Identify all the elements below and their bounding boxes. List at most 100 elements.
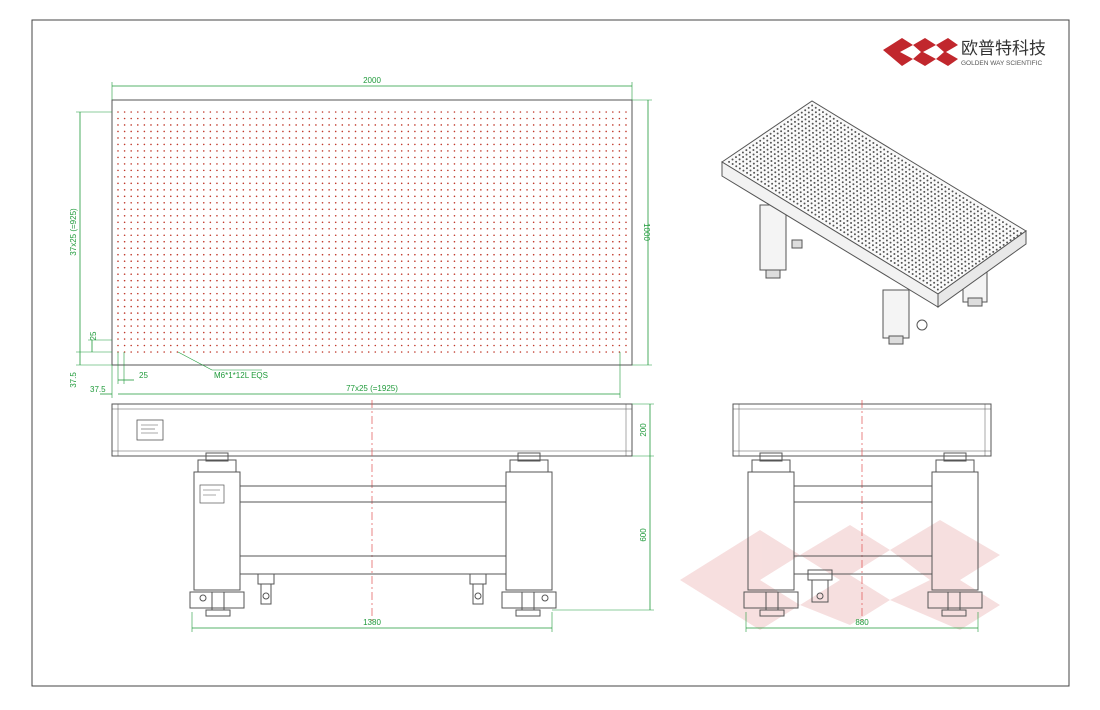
mounting-hole <box>400 202 403 204</box>
mounting-hole <box>136 305 139 308</box>
iso-mounting-hole <box>912 179 915 182</box>
mounting-hole <box>539 318 542 321</box>
iso-mounting-hole <box>825 113 828 116</box>
mounting-hole <box>625 344 627 347</box>
mounting-hole <box>196 208 198 211</box>
mounting-hole <box>605 208 608 211</box>
mounting-hole <box>242 292 245 295</box>
mounting-hole <box>169 176 172 178</box>
iso-mounting-hole <box>882 255 885 258</box>
mounting-hole <box>242 221 245 224</box>
iso-mounting-hole <box>876 175 879 178</box>
mounting-hole <box>341 208 344 211</box>
iso-mounting-hole <box>898 189 901 192</box>
mounting-hole <box>592 240 594 243</box>
mounting-hole <box>216 260 218 262</box>
mounting-hole <box>255 318 258 321</box>
iso-mounting-hole <box>955 201 958 204</box>
mounting-hole <box>618 117 621 120</box>
mounting-hole <box>163 227 165 230</box>
mounting-hole <box>579 325 581 327</box>
mounting-hole <box>598 344 601 347</box>
mounting-hole <box>255 344 258 347</box>
iso-mounting-hole <box>926 179 929 182</box>
mounting-hole <box>169 214 172 217</box>
mounting-hole <box>618 130 621 133</box>
iso-mounting-hole <box>805 159 808 162</box>
iso-mounting-hole <box>809 175 812 178</box>
mounting-hole <box>381 279 383 282</box>
mounting-hole <box>209 169 212 172</box>
mounting-hole <box>460 325 462 327</box>
iso-mounting-hole <box>955 192 958 195</box>
mounting-hole <box>407 130 410 133</box>
iso-mounting-hole <box>832 220 835 223</box>
mounting-hole <box>625 150 627 152</box>
mounting-hole <box>315 176 317 178</box>
iso-mounting-hole <box>870 194 873 197</box>
mounting-hole <box>348 299 350 301</box>
mounting-hole <box>255 156 258 159</box>
iso-mounting-hole <box>796 189 799 192</box>
mounting-hole <box>400 124 403 126</box>
mounting-hole <box>486 137 489 139</box>
mounting-hole <box>123 260 126 262</box>
iso-mounting-hole <box>906 207 909 210</box>
iso-mounting-hole <box>1016 234 1019 237</box>
mounting-hole <box>229 247 231 250</box>
iso-mounting-hole <box>826 158 829 161</box>
mounting-hole <box>618 124 621 126</box>
mounting-hole <box>202 318 205 321</box>
iso-mounting-hole <box>863 208 866 211</box>
mounting-hole <box>202 130 205 133</box>
iso-mounting-hole <box>949 242 952 245</box>
iso-mounting-hole <box>933 281 936 284</box>
mounting-hole <box>315 130 317 133</box>
mounting-hole <box>493 176 495 178</box>
mounting-hole <box>209 318 212 321</box>
iso-mounting-hole <box>844 160 847 163</box>
mounting-hole <box>315 253 317 256</box>
mounting-hole <box>447 202 449 204</box>
mounting-hole <box>400 325 403 327</box>
mounting-hole <box>519 189 522 191</box>
mounting-hole <box>235 286 238 288</box>
mounting-hole <box>565 227 568 230</box>
mounting-hole <box>150 260 152 262</box>
mounting-hole <box>539 234 542 237</box>
iso-mounting-hole <box>870 185 873 188</box>
mounting-hole <box>249 253 251 256</box>
mounting-hole <box>367 156 370 159</box>
mounting-hole <box>275 325 278 327</box>
mounting-hole <box>513 227 515 230</box>
mounting-hole <box>598 312 601 314</box>
mounting-hole <box>519 117 522 120</box>
mounting-hole <box>282 189 284 191</box>
mounting-hole <box>400 305 403 308</box>
iso-mounting-hole <box>890 166 893 169</box>
iso-mounting-hole <box>804 118 807 121</box>
mounting-hole <box>493 247 495 250</box>
mounting-hole <box>552 227 555 230</box>
mounting-hole <box>136 182 139 185</box>
mounting-hole <box>579 208 581 211</box>
mounting-hole <box>163 292 165 295</box>
mounting-hole <box>414 247 416 250</box>
iso-mounting-hole <box>801 134 804 137</box>
iso-mounting-hole <box>939 272 942 275</box>
mounting-hole <box>156 279 159 282</box>
mounting-hole <box>473 318 476 321</box>
iso-mounting-hole <box>818 127 821 130</box>
mounting-hole <box>282 273 284 275</box>
mounting-hole <box>361 156 363 159</box>
mounting-hole <box>625 338 627 340</box>
iso-mounting-hole <box>952 231 955 234</box>
mounting-hole <box>117 260 119 262</box>
mounting-hole <box>598 227 601 230</box>
iso-mounting-hole <box>831 188 834 191</box>
iso-mounting-hole <box>793 116 796 119</box>
mounting-hole <box>559 338 561 340</box>
mounting-hole <box>249 117 251 120</box>
iso-mounting-hole <box>957 274 960 277</box>
iso-mounting-hole <box>773 139 776 142</box>
